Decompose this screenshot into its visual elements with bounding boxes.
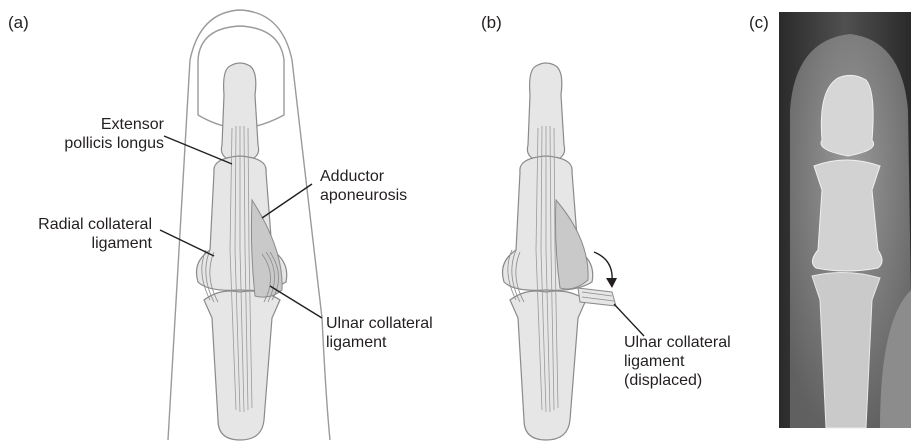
label-ulnar-collateral-ligament: Ulnar collateral ligament (326, 314, 433, 352)
label-ucl-line-2: ligament (326, 333, 433, 352)
label-ucl-b-line-3: (displaced) (624, 371, 731, 390)
label-radial-collateral-ligament: Radial collateral ligament (0, 215, 152, 253)
label-rcl-line-1: Radial collateral (0, 215, 152, 234)
label-add-line-2: aponeurosis (320, 186, 407, 205)
label-extensor-pollicis-longus: Extensor pollicis longus (40, 115, 164, 153)
panel-b-diagram (503, 63, 645, 440)
label-ucl-b-line-1: Ulnar collateral (624, 333, 731, 352)
panel-a-diagram (160, 10, 330, 440)
leader-line-b (614, 304, 644, 336)
label-adductor-aponeurosis: Adductor aponeurosis (320, 167, 407, 205)
label-add-line-1: Adductor (320, 167, 407, 186)
label-ucl-displaced: Ulnar collateral ligament (displaced) (624, 333, 731, 390)
metacarpal (204, 291, 280, 440)
xray-image (779, 12, 911, 428)
label-epl-line-2: pollicis longus (40, 134, 164, 153)
metacarpal-b (510, 291, 586, 440)
xray-distal-phalanx (821, 75, 874, 156)
label-epl-line-1: Extensor (40, 115, 164, 134)
label-ucl-line-1: Ulnar collateral (326, 314, 433, 333)
label-rcl-line-2: ligament (0, 234, 152, 253)
xray-proximal-phalanx (812, 160, 882, 271)
displacement-arrow (594, 252, 612, 282)
label-ucl-b-line-2: ligament (624, 352, 731, 371)
